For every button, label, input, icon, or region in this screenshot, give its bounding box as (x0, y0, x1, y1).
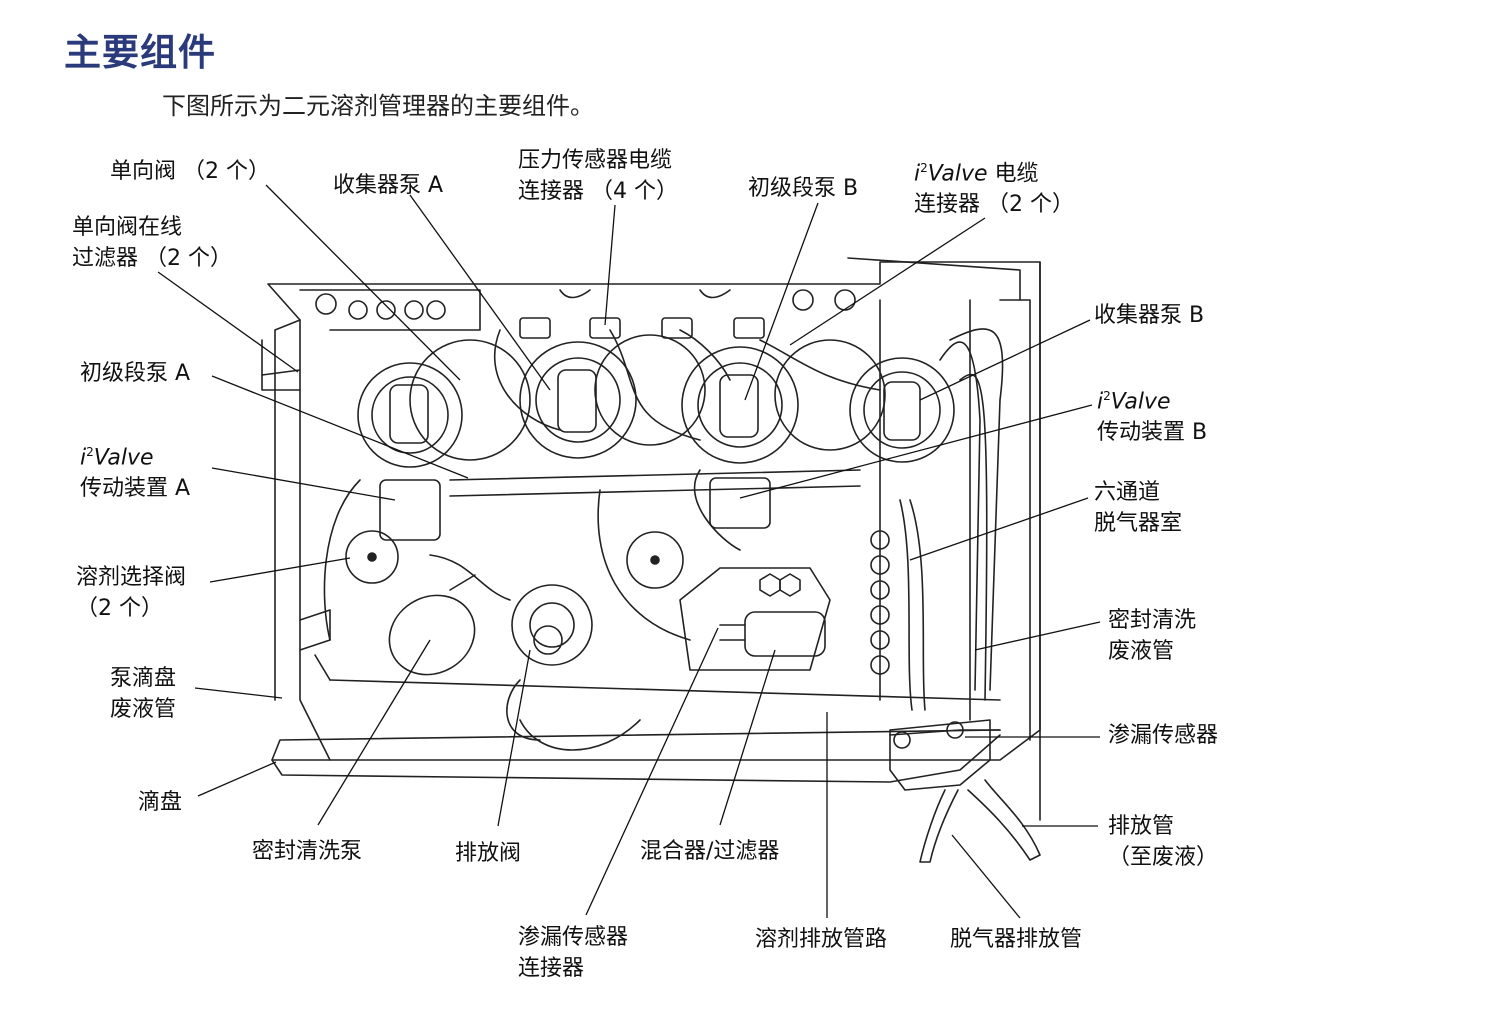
label-check-valve: 单向阀 （2 个） (110, 159, 270, 184)
page-title: 主要组件 (64, 31, 216, 74)
mixer-filter (679, 567, 831, 671)
vent-valve (511, 584, 593, 666)
label-degasser: 六通道 脱气器室 (1094, 480, 1183, 536)
label-mixer-filter: 混合器/过滤器 (640, 839, 780, 864)
label-accumulator-pump-a: 收集器泵 A (333, 173, 444, 198)
i2valve-actuators (379, 477, 771, 541)
chassis (261, 257, 1041, 821)
label-i2valve-actuator-a: i2Valve 传动装置 A (80, 445, 191, 502)
leader-lines (157, 184, 1101, 919)
label-solvent-drain-line: 溶剂排放管路 (755, 927, 888, 952)
label-i2valve-actuator-b: i2Valve 传动装置 B (1097, 389, 1208, 446)
degasser-ports (870, 530, 890, 675)
label-solvent-select-valve: 溶剂选择阀 （2 个） (76, 565, 187, 621)
label-check-valve-filter: 单向阀在线 过滤器 （2 个） (72, 215, 232, 271)
label-primary-pump-b: 初级段泵 B (748, 176, 859, 201)
label-vent-valve: 排放阀 (455, 841, 522, 866)
label-degasser-vent: 脱气器排放管 (950, 927, 1083, 952)
drain-fixture (889, 719, 1041, 863)
label-seal-wash-waste: 密封清洗 废液管 (1108, 608, 1197, 664)
label-drain-tube: 排放管 （至废液） (1108, 814, 1219, 870)
label-drip-tray: 滴盘 (138, 790, 183, 815)
seal-wash-pump (388, 574, 476, 676)
label-leak-sensor-connector: 渗漏传感器 连接器 (518, 925, 629, 981)
label-primary-pump-a: 初级段泵 A (80, 361, 191, 386)
label-pressure-transducer: 压力传感器电缆 连接器 （4 个） (518, 148, 678, 204)
transducer-connectors (519, 317, 765, 339)
intro-text: 下图所示为二元溶剂管理器的主要组件。 (162, 92, 594, 120)
solvent-select-valves (345, 530, 684, 589)
label-seal-wash-pump: 密封清洗泵 (252, 839, 363, 864)
tubing (323, 328, 1004, 751)
pump-heads (357, 334, 955, 468)
label-drip-tray-waste: 泵滴盘 废液管 (110, 666, 177, 722)
top-plate (299, 289, 856, 331)
label-i2valve-cable: i2Valve 电缆 连接器 （2 个） (914, 161, 1074, 218)
label-leak-sensor: 渗漏传感器 (1108, 723, 1219, 748)
label-accumulator-pump-b: 收集器泵 B (1094, 303, 1205, 328)
